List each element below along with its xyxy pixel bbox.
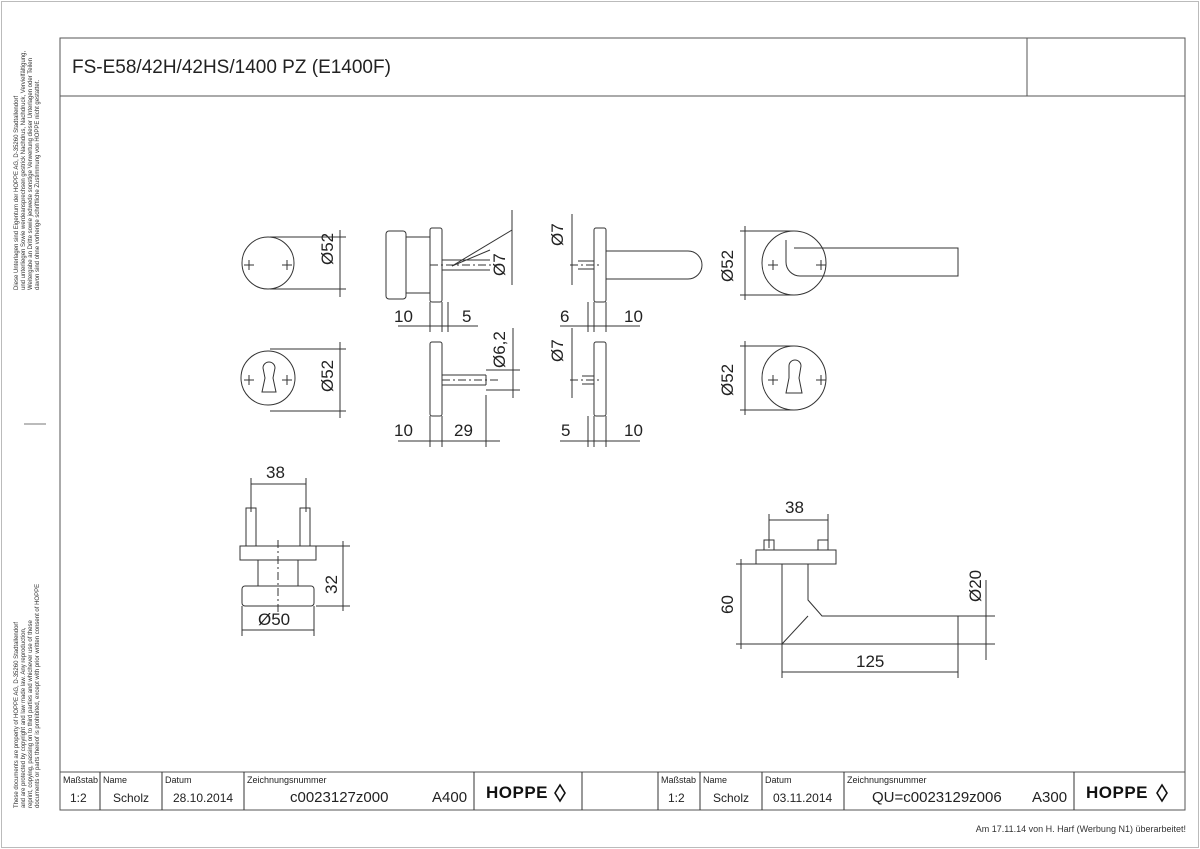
- dim-value-60: 60: [718, 595, 737, 614]
- tb-datum: 03.11.2014: [773, 791, 833, 805]
- dim-value-38: 38: [785, 498, 804, 517]
- dim-value-29: 29: [454, 421, 473, 440]
- dim-diameter-7: Ø7: [490, 253, 509, 276]
- side-note-line: und unterliegen Sowie werdeansprechsen g…: [21, 50, 27, 290]
- tb-massstab: 1:2: [668, 791, 685, 805]
- dim-diameter-20: Ø20: [966, 569, 985, 602]
- tb-datum: 28.10.2014: [173, 791, 234, 805]
- drawing-border: [59, 37, 1186, 811]
- dim-diameter-7: Ø7: [548, 339, 567, 362]
- tb-name-label: Name: [703, 775, 728, 785]
- dim-value-5: 5: [462, 307, 472, 326]
- hoppe-logo: HOPPE: [486, 783, 549, 802]
- dim-diameter-52: Ø52: [718, 249, 737, 282]
- dim-value-5: 5: [561, 421, 571, 440]
- dim-diameter-50: Ø50: [258, 610, 291, 629]
- tb-massstab-label: Maßstab: [63, 775, 99, 785]
- side-note-line: Diese Unterlagen sind Eigentum der HOPPE…: [14, 95, 20, 290]
- escutcheon-side-view-small: [560, 328, 640, 447]
- tb-datum-label: Datum: [765, 775, 792, 785]
- dim-value-32: 32: [322, 575, 341, 594]
- logo-marks: [554, 783, 1168, 803]
- tb-format: A400: [432, 789, 468, 806]
- knob-assembly-view: [239, 478, 350, 636]
- hoppe-logo: HOPPE: [1086, 783, 1149, 802]
- dim-value-10: 10: [394, 307, 413, 326]
- drawing-title: FS-E58/42H/42HS/1400 PZ (E1400F): [72, 57, 391, 78]
- dim-diameter-52: Ø52: [318, 232, 337, 265]
- side-note-german: Diese Unterlagen sind Eigentum der HOPPE…: [14, 51, 42, 290]
- tb-datum-label: Datum: [165, 775, 192, 785]
- escutcheon-front-view-right: [740, 341, 827, 415]
- tb-name: Scholz: [713, 791, 750, 805]
- escutcheon-front-view: [240, 342, 346, 418]
- dim-value-10: 10: [394, 421, 413, 440]
- side-note-line: Weitergabe an Dritte sowie jedwede sonst…: [28, 58, 34, 290]
- knob-side-view: [385, 210, 513, 332]
- dim-value-10: 10: [624, 307, 643, 326]
- escutcheon-side-view-screw: [398, 328, 520, 447]
- dim-value-125: 125: [856, 652, 885, 671]
- tb-name-label: Name: [103, 775, 128, 785]
- lever-front-view: [740, 226, 959, 300]
- lever-assembly-view: [736, 514, 995, 678]
- side-note-english: These documents are property of HOPPE AG…: [14, 584, 42, 808]
- dim-value-6: 6: [560, 307, 570, 326]
- side-note-line: davon sind ohne vorherige schriftliche Z…: [35, 79, 41, 290]
- tb-massstab-label: Maßstab: [661, 775, 697, 785]
- side-note-line: documents or parts thereof is prohibited…: [35, 583, 41, 808]
- tb-nummer-label: Zeichnungsnummer: [847, 775, 927, 785]
- dim-diameter-52: Ø52: [718, 363, 737, 396]
- dim-diameter-6-2: Ø6,2: [490, 331, 509, 368]
- tb-massstab: 1:2: [70, 791, 87, 805]
- dim-value-38: 38: [266, 463, 285, 482]
- dim-diameter-7: Ø7: [548, 223, 567, 246]
- side-note-line: reprint, copying, passing on to third pa…: [28, 620, 34, 808]
- dim-diameter-52: Ø52: [318, 359, 337, 392]
- tb-drawing-number: QU=c0023129z006: [872, 789, 1002, 806]
- revision-note: Am 17.11.14 von H. Harf (Werbung N1) übe…: [975, 824, 1186, 834]
- rosette-front-view: [241, 230, 346, 297]
- side-note-line: These documents are property of HOPPE AG…: [14, 621, 20, 808]
- tb-name: Scholz: [113, 791, 150, 805]
- tb-drawing-number: c0023127z000: [290, 789, 389, 806]
- side-note-line: and are protected by copyright and law m…: [21, 627, 27, 808]
- lever-side-view: [560, 214, 703, 332]
- tb-format: A300: [1032, 789, 1068, 806]
- tb-nummer-label: Zeichnungsnummer: [247, 775, 327, 785]
- dim-value-10: 10: [624, 421, 643, 440]
